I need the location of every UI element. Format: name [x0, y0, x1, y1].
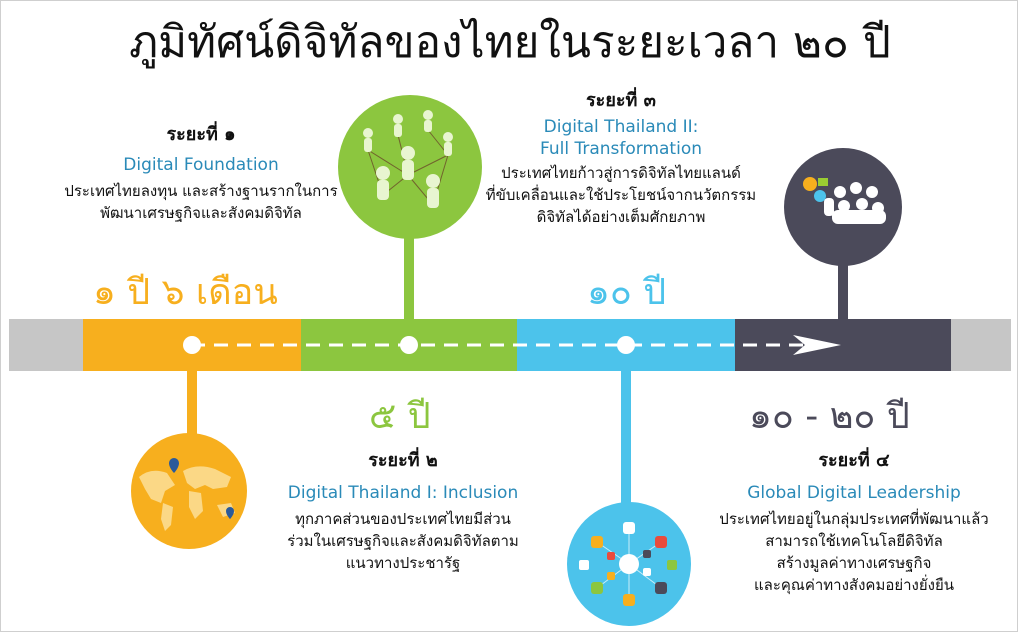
phase-2-duration: ๕ ปี — [369, 396, 431, 437]
phase-1-block: ระยะที่ ๑ Digital Foundation ประเทศไทยลง… — [21, 119, 381, 224]
phase-3-block: ระยะที่ ๓ Digital Thailand II: Full Tran… — [461, 85, 781, 228]
timeline-cap-left — [9, 319, 83, 371]
timeline-node-1 — [183, 336, 201, 354]
people-network-icon — [363, 110, 453, 208]
phase-3-desc-line-3: ดิจิทัลได้อย่างเต็มศักยภาพ — [536, 208, 706, 226]
timeline-arrow — [191, 335, 841, 355]
phase-2-desc-line-1: ทุกภาคส่วนของประเทศไทยมีส่วน — [295, 510, 511, 528]
phase-4-name: Global Digital Leadership — [747, 483, 961, 503]
connector-phase-4-up — [838, 256, 848, 319]
phase-4-block: ระยะที่ ๔ Global Digital Leadership ประเ… — [691, 445, 1017, 596]
world-map-icon — [139, 458, 235, 531]
phase-1-label: ระยะที่ ๑ — [166, 124, 236, 145]
phase-1-name: Digital Foundation — [123, 155, 279, 175]
connector-phase-1-up — [404, 223, 414, 319]
phase-2-desc-line-3: แนวทางประชารัฐ — [345, 554, 461, 572]
phase-3-duration: ๑๐ ปี — [587, 272, 667, 313]
page-title: ภูมิทัศน์ดิจิทัลของไทยในระยะเวลา ๒๐ ปี — [129, 17, 891, 68]
global-leaders-icon — [803, 177, 886, 224]
phase-3-desc-line-2: ที่ขับเคลื่อนและใช้ประโยชน์จากนวัตกรรม — [485, 186, 757, 204]
phase-4-desc-line-4: และคุณค่าทางสังคมอย่างยั่งยืน — [753, 576, 955, 594]
phase-2-desc-line-2: ร่วมในเศรษฐกิจและสังคมดิจิทัลตาม — [287, 532, 519, 550]
phase-2-image — [131, 433, 247, 549]
connector-phase-3 — [621, 371, 631, 511]
connector-phase-2 — [187, 371, 197, 451]
timeline-node-2 — [400, 336, 418, 354]
phase-1-desc-line-2: พัฒนาเศรษฐกิจและสังคมดิจิทัล — [100, 204, 302, 222]
phase-4-image — [784, 148, 902, 266]
phase-4-desc-line-1: ประเทศไทยอยู่ในกลุ่มประเทศที่พัฒนาแล้ว — [719, 510, 989, 528]
phase-3-name-line-1: Digital Thailand II: — [543, 117, 699, 137]
phase-3-label: ระยะที่ ๓ — [586, 90, 656, 111]
digital-apps-icon — [579, 522, 677, 606]
phase-3-name-line-2: Full Transformation — [539, 139, 702, 159]
phase-3-image — [567, 502, 691, 626]
phase-1-desc-line-1: ประเทศไทยลงทุน และสร้างฐานรากในการ — [64, 182, 338, 200]
phase-4-desc-line-2: สามารถใช้เทคโนโลยีดิจิทัล — [765, 532, 943, 550]
phase-4-duration: ๑๐ - ๒๐ ปี — [749, 396, 910, 437]
phase-2-name: Digital Thailand I: Inclusion — [287, 483, 519, 503]
timeline-node-3 — [617, 336, 635, 354]
phase-4-label: ระยะที่ ๔ — [818, 450, 890, 471]
phase-4-desc-line-3: สร้างมูลค่าทางเศรษฐกิจ — [776, 554, 932, 572]
phase-1-image — [338, 95, 482, 239]
timeline-cap-right — [951, 319, 1011, 371]
phase-3-desc-line-1: ประเทศไทยก้าวสู่การดิจิทัลไทยแลนด์ — [501, 164, 741, 182]
phase-2-label: ระยะที่ ๒ — [368, 450, 438, 471]
phase-2-block: ระยะที่ ๒ Digital Thailand I: Inclusion … — [243, 445, 563, 574]
phase-1-duration: ๑ ปี ๖ เดือน — [93, 272, 278, 313]
